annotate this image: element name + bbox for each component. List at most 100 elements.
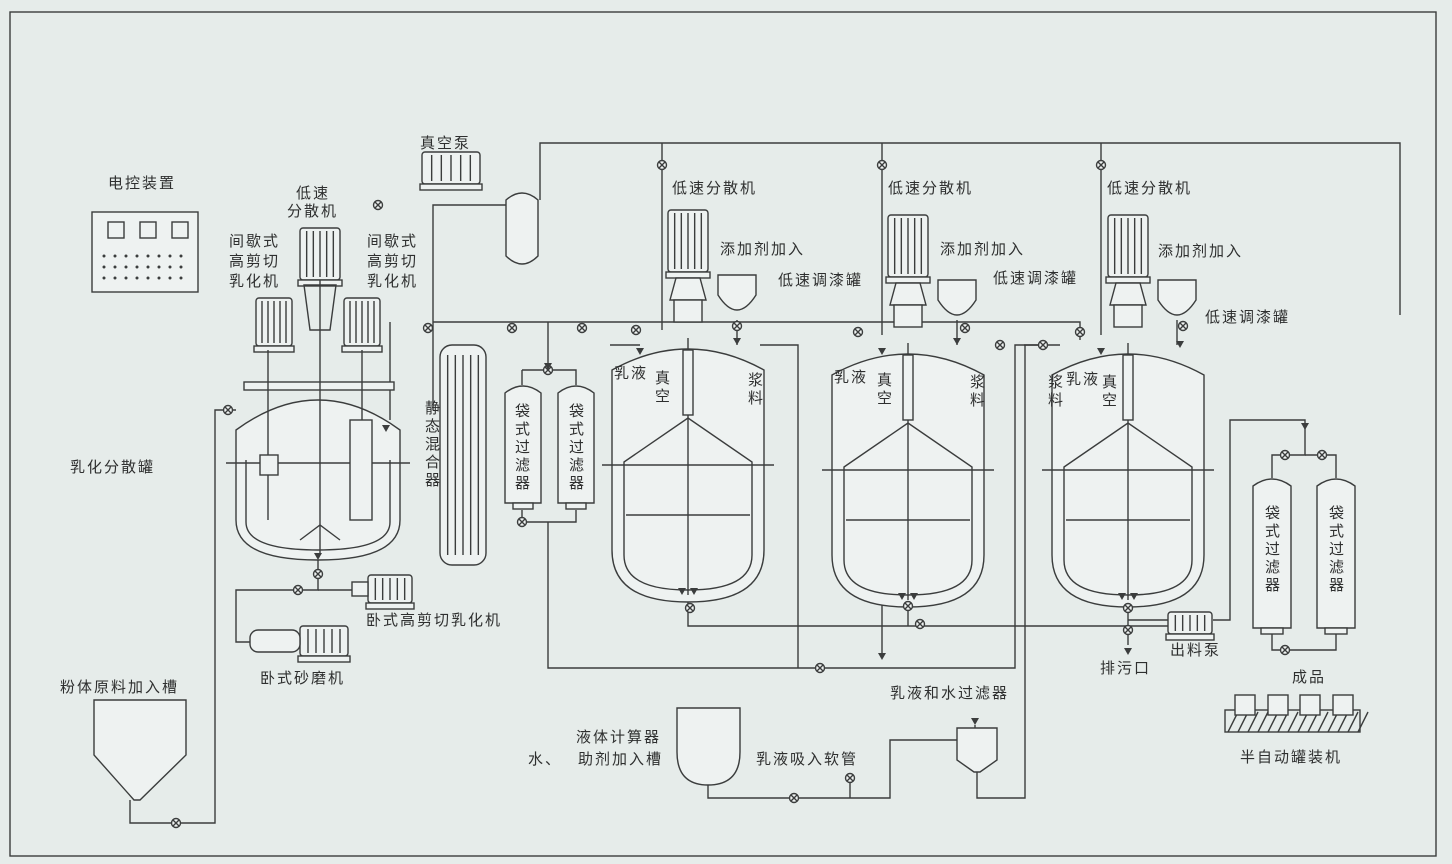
motor-base — [419, 183, 483, 191]
filling-machine — [1224, 709, 1361, 733]
label-water: 水、 — [528, 750, 562, 768]
valve-icon — [170, 817, 182, 829]
valve-icon — [914, 618, 926, 630]
frame — [9, 11, 1437, 857]
label-vacuum-pump: 真空泵 — [420, 134, 471, 152]
valve-icon — [516, 516, 528, 528]
shaft-sleeve — [682, 349, 694, 416]
bag-filter — [1252, 478, 1292, 629]
pipe — [235, 560, 319, 643]
arrow-icon — [1176, 341, 1184, 348]
hatch — [1247, 711, 1259, 733]
paint-can — [1234, 694, 1256, 716]
bag-filter — [1316, 478, 1356, 629]
arrow-icon — [314, 553, 322, 560]
valve-icon — [684, 602, 696, 614]
gearbox — [889, 282, 927, 306]
label-vacuum-3: 真空 — [1100, 373, 1118, 410]
label-emulsifier-a-3: 乳化机 — [229, 272, 280, 290]
valve-icon — [788, 792, 800, 804]
arrow-icon — [1097, 348, 1105, 355]
motor-base — [253, 345, 295, 353]
panel-indicator — [157, 276, 161, 280]
additive-hopper — [1157, 279, 1197, 316]
arrow-icon — [898, 593, 906, 600]
panel-indicator — [124, 276, 128, 280]
filter-outlet — [565, 502, 587, 510]
shear-head — [349, 419, 373, 521]
valve-icon — [902, 600, 914, 612]
label-slurry-3: 浆料 — [1046, 373, 1064, 410]
label-additive-3: 添加剂加入 — [1158, 242, 1243, 260]
label-slurry-1: 浆料 — [746, 371, 764, 408]
shaft-sleeve — [902, 354, 914, 421]
label-emulsifier-a-2: 高剪切 — [229, 252, 280, 270]
label-sand-mill: 卧式砂磨机 — [260, 669, 345, 687]
powder-hopper — [93, 699, 187, 801]
gearbox — [669, 277, 707, 301]
shear-head — [259, 454, 279, 476]
shaft-sleeve — [1122, 354, 1134, 421]
arrow-icon — [690, 588, 698, 595]
valve-icon — [1122, 624, 1134, 636]
hatch — [1257, 711, 1269, 733]
panel-indicator — [124, 254, 128, 258]
pipe — [547, 344, 1040, 669]
paint-can — [1267, 694, 1289, 716]
paint-can — [1332, 694, 1354, 716]
arrow-icon — [910, 593, 918, 600]
pipe — [976, 345, 1026, 799]
equipment — [91, 151, 1369, 801]
label-horizontal-emulsifier: 卧式高剪切乳化机 — [366, 611, 502, 629]
pipe — [433, 321, 1081, 340]
valve-icon — [422, 322, 434, 334]
panel-indicator — [179, 276, 183, 280]
impeller — [299, 524, 341, 541]
arrow-icon — [1130, 593, 1138, 600]
vacuum-buffer-tank — [505, 192, 539, 265]
label-emulsion-water-filter: 乳液和水过滤器 — [890, 684, 1009, 702]
label-additive-2: 添加剂加入 — [940, 240, 1025, 258]
label-paint-tank-2: 低速调漆罐 — [993, 269, 1078, 287]
paint-can — [1299, 694, 1321, 716]
label-bag-filter-2: 袋式过滤器 — [567, 403, 585, 493]
valve-icon — [1279, 644, 1291, 656]
arrow-icon — [1301, 423, 1309, 430]
label-disperser-2: 低速分散机 — [888, 179, 973, 197]
label-emulsion-3: 乳液 — [1066, 370, 1100, 388]
bag-filter — [557, 385, 595, 504]
arrow-icon — [1124, 648, 1132, 655]
pipe — [1271, 634, 1337, 651]
arrow-icon — [544, 363, 552, 370]
panel-button — [139, 221, 157, 239]
label-slurry-2: 浆料 — [968, 373, 986, 410]
label-emulsion-2: 乳液 — [834, 368, 868, 386]
label-paint-tank-3: 低速调漆罐 — [1205, 308, 1290, 326]
hatch — [1287, 711, 1299, 733]
pipe — [1213, 419, 1306, 621]
label-emulsion-tank: 乳化分散罐 — [70, 458, 155, 476]
arrow-icon — [1118, 593, 1126, 600]
filter-outlet — [1324, 627, 1348, 635]
panel-indicator — [113, 265, 117, 269]
valve-icon — [630, 324, 642, 336]
pipe — [521, 510, 577, 523]
label-emulsifier-b-3: 乳化机 — [367, 272, 418, 290]
pipe — [539, 142, 1401, 315]
motor-base — [885, 276, 931, 284]
label-additive-tank: 助剂加入槽 — [578, 750, 663, 768]
hatch — [1317, 711, 1329, 733]
valve-icon — [844, 772, 856, 784]
valve-icon — [372, 199, 384, 211]
pipe — [432, 204, 506, 410]
label-bag-filter-4: 袋式过滤器 — [1327, 505, 1345, 595]
panel-indicator — [135, 276, 139, 280]
arrow-icon — [878, 653, 886, 660]
label-bag-filter-1: 袋式过滤器 — [513, 403, 531, 493]
label-emulsifier-b-2: 高剪切 — [367, 252, 418, 270]
gearbox — [1109, 282, 1147, 306]
valve-icon — [852, 326, 864, 338]
label-product: 成品 — [1292, 668, 1326, 686]
panel-indicator — [135, 254, 139, 258]
disperser-cone — [303, 284, 337, 331]
